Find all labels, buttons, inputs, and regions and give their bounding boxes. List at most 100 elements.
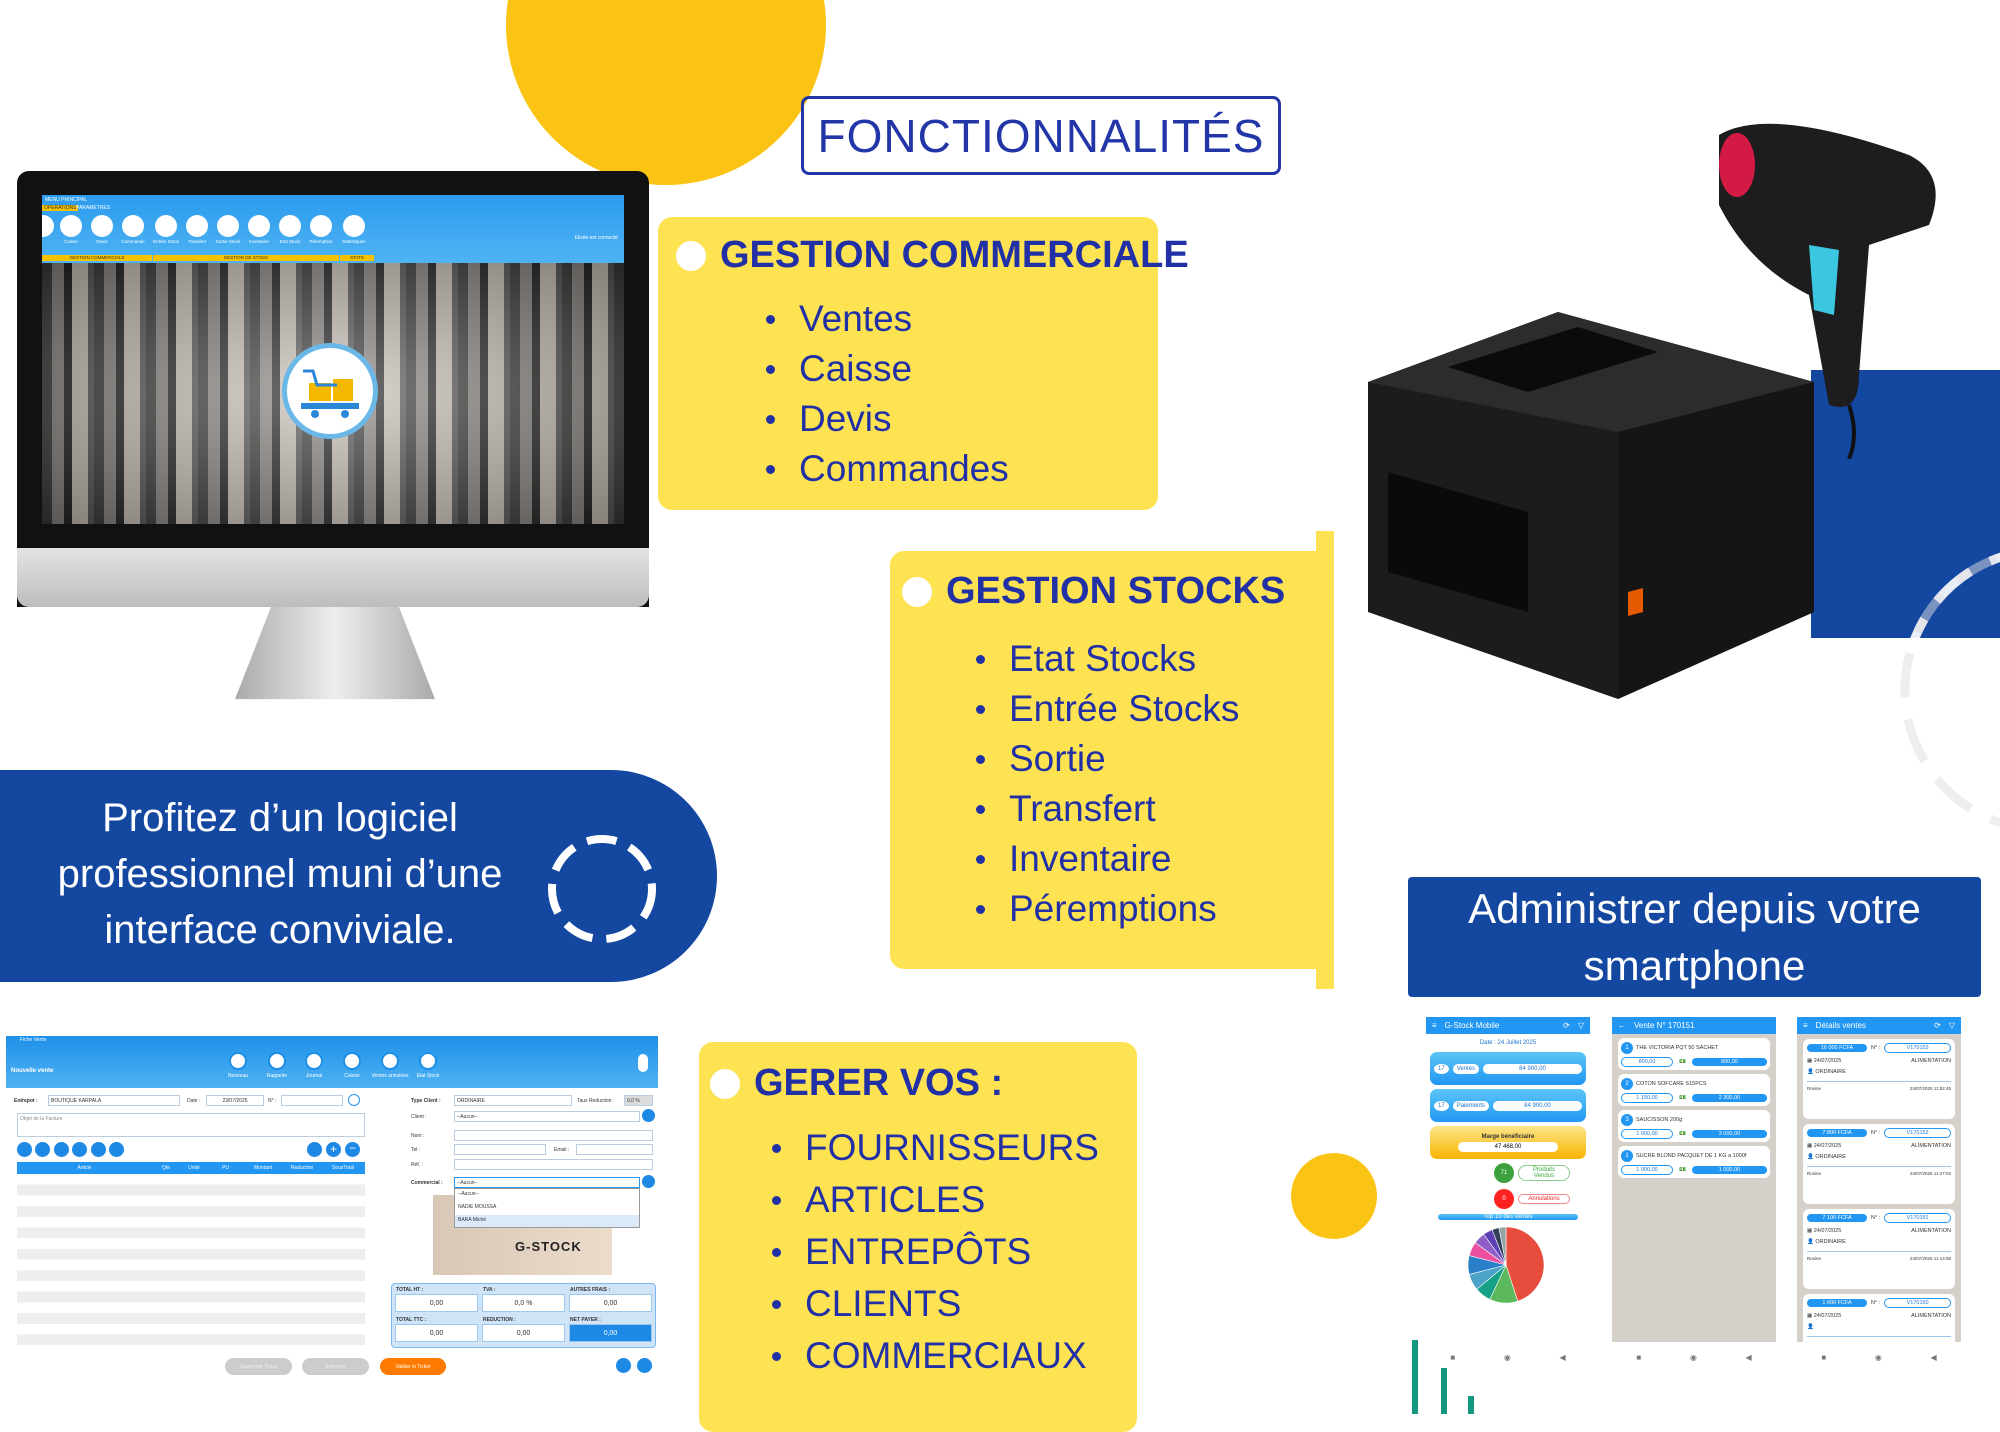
commercial-select[interactable]: --Aucun--: [454, 1177, 640, 1188]
total-label: TOTAL TTC :: [396, 1317, 427, 1323]
supprimer-ticket-button[interactable]: Supprimer Ticket: [225, 1358, 292, 1375]
home-icon[interactable]: ◉: [1503, 1353, 1511, 1362]
home-icon[interactable]: ◉: [1689, 1353, 1697, 1362]
etat-stock-icon[interactable]: [279, 215, 301, 237]
favorite-icon[interactable]: [17, 1142, 32, 1157]
column-header[interactable]: Montant: [253, 1165, 273, 1171]
journal-icon[interactable]: [305, 1052, 323, 1070]
transfert-icon[interactable]: [186, 215, 208, 237]
inventaire-icon[interactable]: [248, 215, 270, 237]
bullet-dot-icon: [710, 1068, 740, 1099]
add-commercial-icon[interactable]: [642, 1175, 655, 1188]
back-icon[interactable]: ◀: [1745, 1353, 1752, 1362]
list-item: CLIENTS: [772, 1278, 1099, 1330]
add-client-icon[interactable]: [642, 1109, 655, 1122]
group-label: STATS: [340, 255, 374, 261]
user-avatar-icon[interactable]: [638, 1054, 648, 1072]
client-select[interactable]: --Aucun--: [454, 1111, 640, 1122]
print-icon[interactable]: [616, 1358, 631, 1373]
vente-icon[interactable]: [42, 215, 54, 237]
column-header[interactable]: Qte: [161, 1165, 171, 1171]
column-header[interactable]: SousTotal: [332, 1165, 354, 1171]
entree-stock-icon[interactable]: [155, 215, 177, 237]
dropdown-option[interactable]: BARA Miché: [455, 1215, 639, 1227]
type-client-select[interactable]: ORDINAIRE: [454, 1095, 572, 1106]
objet-textarea[interactable]: Objet de la Facture: [17, 1113, 365, 1137]
toolbar-label: Ventes annulées: [371, 1073, 409, 1079]
caisse-icon[interactable]: [343, 1052, 361, 1070]
sortie-stock-icon[interactable]: [217, 215, 239, 237]
menu-icon[interactable]: ≡: [1432, 1021, 1437, 1030]
tab-parametres[interactable]: PARAMETRES: [76, 205, 111, 211]
sale-date: 24/07/2025: [1813, 1058, 1842, 1064]
back-icon[interactable]: ◀: [1559, 1353, 1566, 1362]
dropdown-option[interactable]: NADIE MOUSSA: [458, 1204, 497, 1210]
statistiques-icon[interactable]: [343, 215, 365, 237]
tel-field[interactable]: [454, 1144, 546, 1155]
articles-table-body[interactable]: [17, 1174, 365, 1346]
filter-icon[interactable]: ▽: [1948, 1021, 1955, 1030]
peremption-icon[interactable]: [310, 215, 332, 237]
back-icon[interactable]: ◀: [1930, 1353, 1937, 1362]
recent-apps-icon[interactable]: ■: [1821, 1353, 1827, 1362]
etat-stock-icon[interactable]: [419, 1052, 437, 1070]
save-icon[interactable]: [54, 1142, 69, 1157]
nouveau-icon[interactable]: [229, 1052, 247, 1070]
scan-icon[interactable]: [91, 1142, 106, 1157]
email-field[interactable]: [576, 1144, 653, 1155]
entrepot-select[interactable]: BOUTIQUE KARPALA: [48, 1095, 180, 1106]
recent-apps-icon[interactable]: ■: [1450, 1353, 1456, 1362]
imprimer-button[interactable]: Imprimer: [302, 1358, 369, 1375]
num-field[interactable]: [281, 1095, 343, 1106]
recent-apps-icon[interactable]: ■: [1636, 1353, 1642, 1362]
back-arrow-icon[interactable]: ←: [1618, 1021, 1626, 1030]
tool-label: Devis: [96, 239, 108, 244]
column-header[interactable]: Reduction: [290, 1165, 314, 1171]
money-icon: 💵: [1679, 1059, 1686, 1065]
discount-icon[interactable]: [35, 1142, 50, 1157]
promo-line: interface conviviale.: [104, 908, 456, 952]
home-icon[interactable]: ◉: [1874, 1353, 1882, 1362]
remove-icon[interactable]: −: [345, 1142, 360, 1157]
commande-icon[interactable]: [122, 215, 144, 237]
dropdown-option[interactable]: --Aucun--: [458, 1191, 479, 1197]
trash-icon[interactable]: [72, 1142, 87, 1157]
display-icon[interactable]: [637, 1358, 652, 1373]
devis-icon[interactable]: [91, 215, 113, 237]
list-item: ARTICLES: [772, 1174, 1099, 1226]
item-total: 1 000,00: [1691, 1166, 1767, 1174]
search-article-icon[interactable]: [307, 1142, 322, 1157]
chevron-down-icon[interactable]: [348, 1094, 360, 1106]
cash-icon[interactable]: [109, 1142, 124, 1157]
refresh-icon[interactable]: ⟳: [1934, 1021, 1941, 1030]
nom-field[interactable]: [454, 1130, 653, 1141]
toolbar-label: Journal: [305, 1073, 323, 1079]
column-header[interactable]: Unité: [188, 1165, 200, 1171]
refresh-icon[interactable]: ⟳: [1563, 1021, 1570, 1030]
column-header[interactable]: Article: [77, 1165, 92, 1171]
ventes-annulees-icon[interactable]: [381, 1052, 399, 1070]
column-header[interactable]: PU: [222, 1165, 229, 1171]
rappeler-icon[interactable]: [268, 1052, 286, 1070]
filter-icon[interactable]: ▽: [1577, 1021, 1584, 1030]
add-icon[interactable]: +: [326, 1142, 341, 1157]
caisse-icon[interactable]: [60, 215, 82, 237]
ref-field[interactable]: [454, 1159, 653, 1170]
tab-operations[interactable]: OPERATIONS: [42, 205, 79, 211]
sale-time: 24/07/2025 11:14:58: [1910, 1256, 1951, 1261]
valider-ticket-button[interactable]: Valider le Ticket: [380, 1358, 446, 1375]
card-edge: [1316, 531, 1334, 989]
menu-icon[interactable]: ≡: [1803, 1021, 1808, 1030]
date-field[interactable]: 23/07/2025: [206, 1095, 264, 1106]
